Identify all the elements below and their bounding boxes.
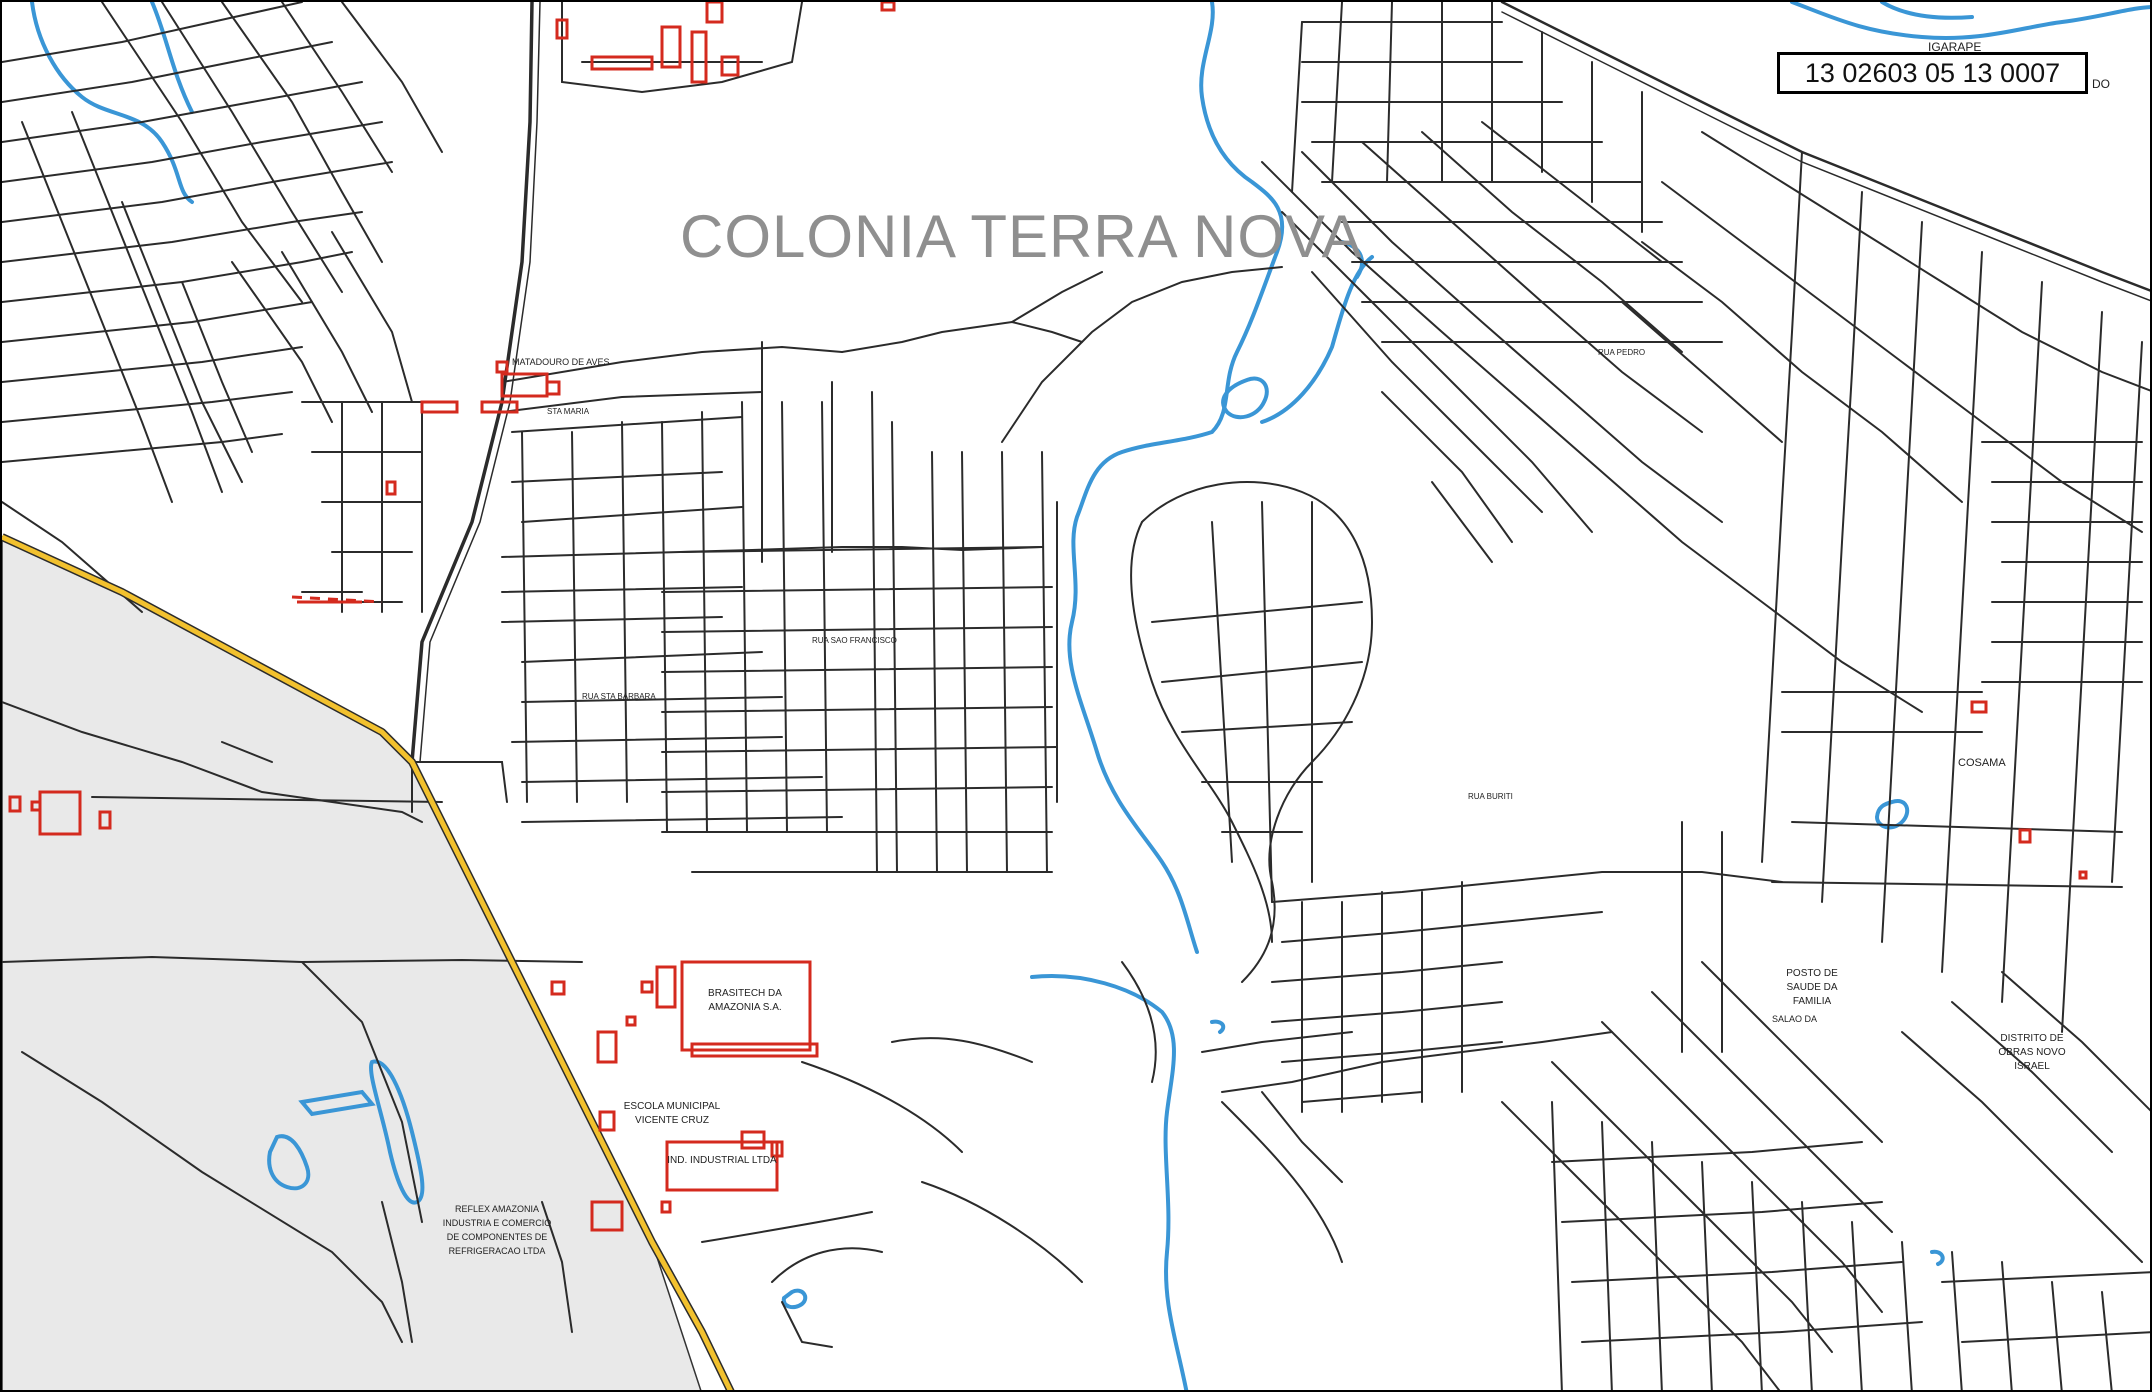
label-rua-buriti: RUA BURITI bbox=[1468, 792, 1513, 801]
label-escola: ESCOLA MUNICIPAL VICENTE CRUZ bbox=[623, 1101, 721, 1126]
label-igarape: IGARAPE bbox=[1928, 40, 1982, 54]
label-do: DO bbox=[2092, 77, 2110, 91]
label-sta-maria: STA MARIA bbox=[547, 407, 590, 416]
dashed-boundary bbox=[291, 595, 383, 604]
label-refrigeracao: REFLEX AMAZONIA INDUSTRIA E COMERCIO DE … bbox=[442, 1204, 552, 1256]
main-highway[interactable] bbox=[2, 533, 735, 1392]
label-brasitech: BRASITECH DA AMAZONIA S.A. bbox=[708, 988, 782, 1013]
label-rua-pedro: RUA PEDRO bbox=[1598, 348, 1646, 357]
label-matadouro: MATADOURO DE AVES bbox=[512, 357, 610, 367]
label-rua-sta-barbara: RUA STA BARBARA bbox=[582, 692, 656, 701]
buildings bbox=[8, 2, 2088, 1232]
label-industrial: IND. INDUSTRIAL LTDA bbox=[667, 1155, 777, 1166]
label-salao: SALAO DA bbox=[1772, 1014, 1818, 1024]
label-cosama: COSAMA bbox=[1958, 757, 2006, 769]
label-posto-saude: POSTO DE SAUDE DA FAMILIA bbox=[1786, 968, 1838, 1007]
area-title: COLONIA TERRA NOVA bbox=[680, 203, 1363, 270]
waterways bbox=[30, 2, 2150, 1390]
label-rua-sao-francisco: RUA SAO FRANCISCO bbox=[812, 636, 897, 645]
label-distrito-obras: DISTRITO DE OBRAS NOVO ISRAEL bbox=[1998, 1033, 2066, 1072]
sheet-id-box: 13 02603 05 13 0007 bbox=[1777, 52, 2088, 94]
industrial-area bbox=[2, 536, 702, 1390]
